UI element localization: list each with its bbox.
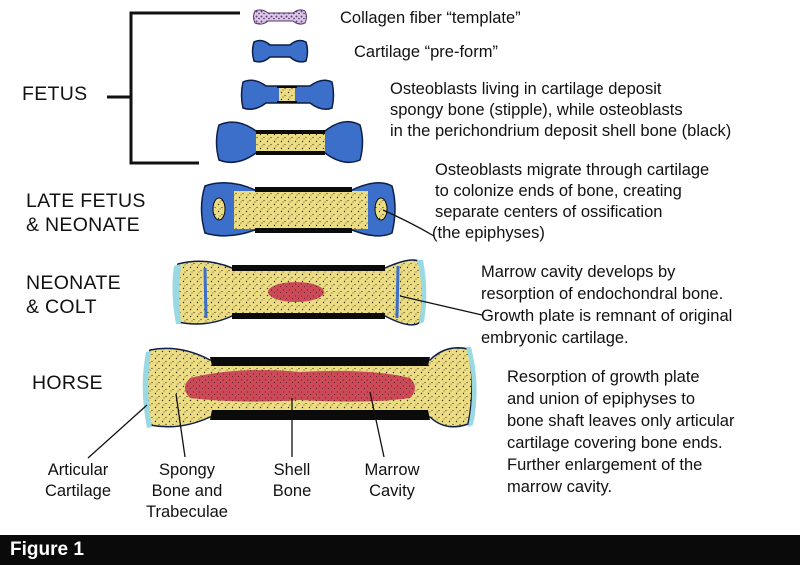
desc-migrate-line2: to colonize ends of bone, creating: [435, 182, 682, 200]
spongy-shell-bone: [215, 120, 364, 164]
label-shell-bone: Shell Bone: [272, 461, 312, 500]
horse-bone: [142, 347, 477, 428]
label-articular-cartilage: Articular Cartilage: [44, 461, 112, 500]
neonate-colt-bone: [172, 259, 427, 326]
desc-collagen: Collagen fiber “template”: [340, 9, 521, 27]
stage-neonate-line1: NEONATE: [26, 272, 121, 294]
cartilage-preform-bone: [251, 39, 309, 63]
desc-marrow-line3: Growth plate is remnant of original: [481, 307, 733, 325]
label-spongy-bone: Spongy Bone and Trabeculae: [146, 461, 228, 521]
stage-late-fetus-line1: LATE FETUS: [26, 190, 146, 212]
early-ossification-bone: [240, 79, 335, 110]
caption-bar: [0, 535, 800, 565]
desc-migrate-line3: separate centers of ossification: [435, 203, 663, 221]
desc-osteoblasts-line1: Osteoblasts living in cartilage deposit: [390, 80, 662, 98]
desc-migrate-line1: Osteoblasts migrate through cartilage: [435, 161, 710, 179]
desc-marrow-line4: embryonic cartilage.: [481, 329, 629, 347]
leader-lines: [87, 209, 483, 459]
collagen-template-bone: [253, 9, 307, 25]
stage-fetus: FETUS: [22, 83, 88, 105]
desc-resorption-line2: and union of epiphyses to: [507, 390, 696, 408]
desc-osteoblasts-line3: in the perichondrium deposit shell bone …: [390, 122, 732, 140]
late-fetus-bone: [200, 182, 396, 237]
figure-caption: Figure 1: [10, 539, 84, 560]
desc-resorption-line4: cartilage covering bone ends.: [507, 434, 723, 452]
stage-late-fetus-line2: & NEONATE: [26, 214, 140, 236]
stage-neonate-line2: & COLT: [26, 296, 97, 318]
desc-resorption-line1: Resorption of growth plate: [507, 368, 700, 386]
desc-cartilage: Cartilage “pre-form”: [354, 43, 498, 61]
stage-horse: HORSE: [32, 372, 103, 394]
fetus-bracket: [107, 11, 240, 165]
desc-osteoblasts-line2: spongy bone (stipple), while osteoblasts: [390, 101, 683, 119]
desc-migrate-line4: (the epiphyses): [432, 224, 545, 242]
desc-resorption-line5: Further enlargement of the: [507, 456, 703, 474]
desc-marrow-line2: resorption of endochondral bone.: [481, 285, 724, 303]
desc-marrow-line1: Marrow cavity develops by: [481, 263, 676, 281]
desc-resorption-line3: bone shaft leaves only articular: [507, 412, 735, 430]
desc-resorption-line6: marrow cavity.: [507, 478, 613, 496]
label-marrow-cavity: Marrow Cavity: [364, 461, 420, 500]
